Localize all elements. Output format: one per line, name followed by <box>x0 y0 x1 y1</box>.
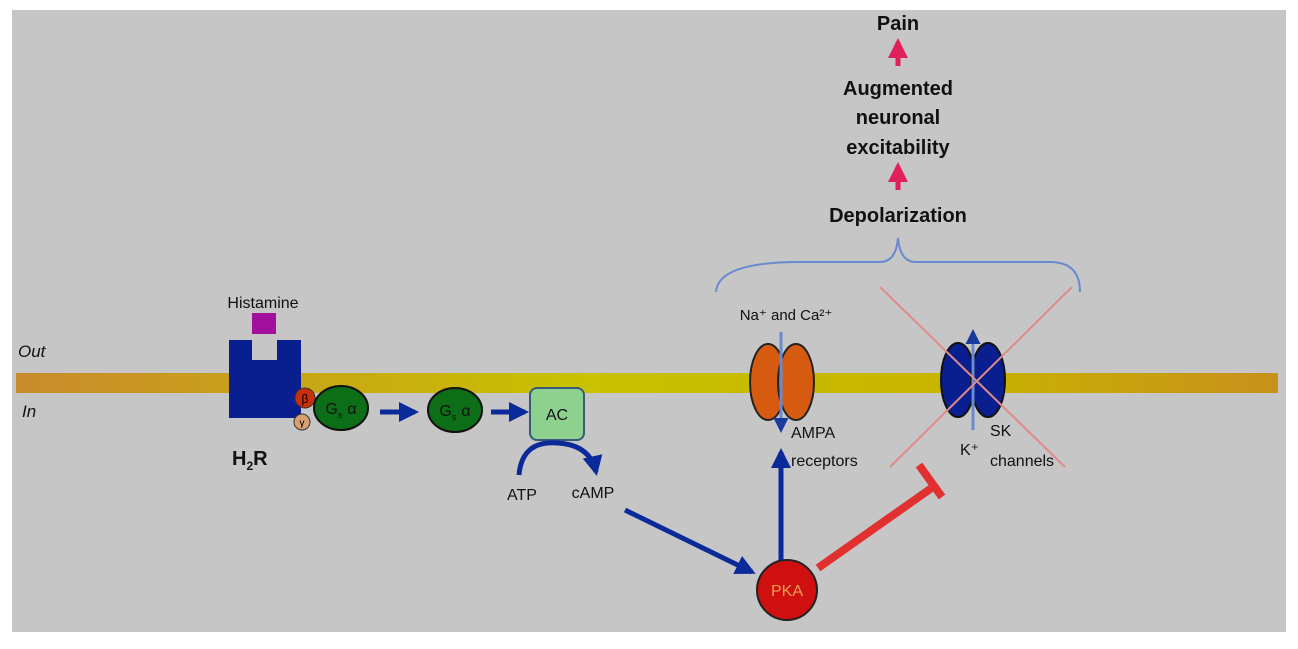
blocked-cross-line <box>879 286 1066 468</box>
grouping-brace <box>715 237 1081 293</box>
sk-label-line1: SK <box>990 423 1012 440</box>
g-beta-subunit <box>294 387 316 409</box>
excitability-label-line2: neuronal <box>856 107 940 129</box>
pka-inhibits-sk-line <box>815 483 936 572</box>
ampa-label-line2: receptors <box>791 453 858 470</box>
histamine-label: Histamine <box>227 295 298 312</box>
h2r-receptor <box>229 340 301 418</box>
beta-label: β <box>302 392 309 406</box>
pka-label: PKA <box>771 583 803 600</box>
gs-alpha-free <box>427 387 483 433</box>
ampa-receptor-subunit <box>777 343 815 421</box>
out-label: Out <box>18 342 47 361</box>
sk-label-line2: channels <box>990 453 1054 470</box>
pka <box>756 559 818 621</box>
h2r-label: H2R <box>232 448 268 473</box>
excitability-label-line3: excitability <box>846 137 950 159</box>
pain-label: Pain <box>877 13 919 35</box>
excitability-label-line1: Augmented <box>843 78 953 100</box>
atp-to-camp-arrow <box>516 440 603 476</box>
gamma-label: γ <box>300 418 305 429</box>
adenylyl-cyclase <box>529 387 585 441</box>
diagram-panel <box>12 10 1286 632</box>
cell-membrane <box>16 373 1278 393</box>
na-ca-label: Na⁺ and Ca²⁺ <box>740 307 833 324</box>
blocked-cross-line <box>889 286 1073 468</box>
ac-label: AC <box>546 407 568 424</box>
camp-to-pka-arrow <box>623 507 756 575</box>
histamine-ligand <box>252 313 276 334</box>
sk-channel-subunit <box>940 342 976 418</box>
potassium-label: K⁺ <box>960 442 979 459</box>
inhibition-bar <box>915 462 946 500</box>
in-label: In <box>22 402 36 421</box>
gs-alpha-bound <box>313 385 369 431</box>
g-gamma-subunit <box>293 413 311 431</box>
atp-label: ATP <box>507 487 537 504</box>
camp-label: cAMP <box>572 485 615 502</box>
ampa-label-line1: AMPA <box>791 425 835 442</box>
depolarization-label: Depolarization <box>829 205 967 227</box>
